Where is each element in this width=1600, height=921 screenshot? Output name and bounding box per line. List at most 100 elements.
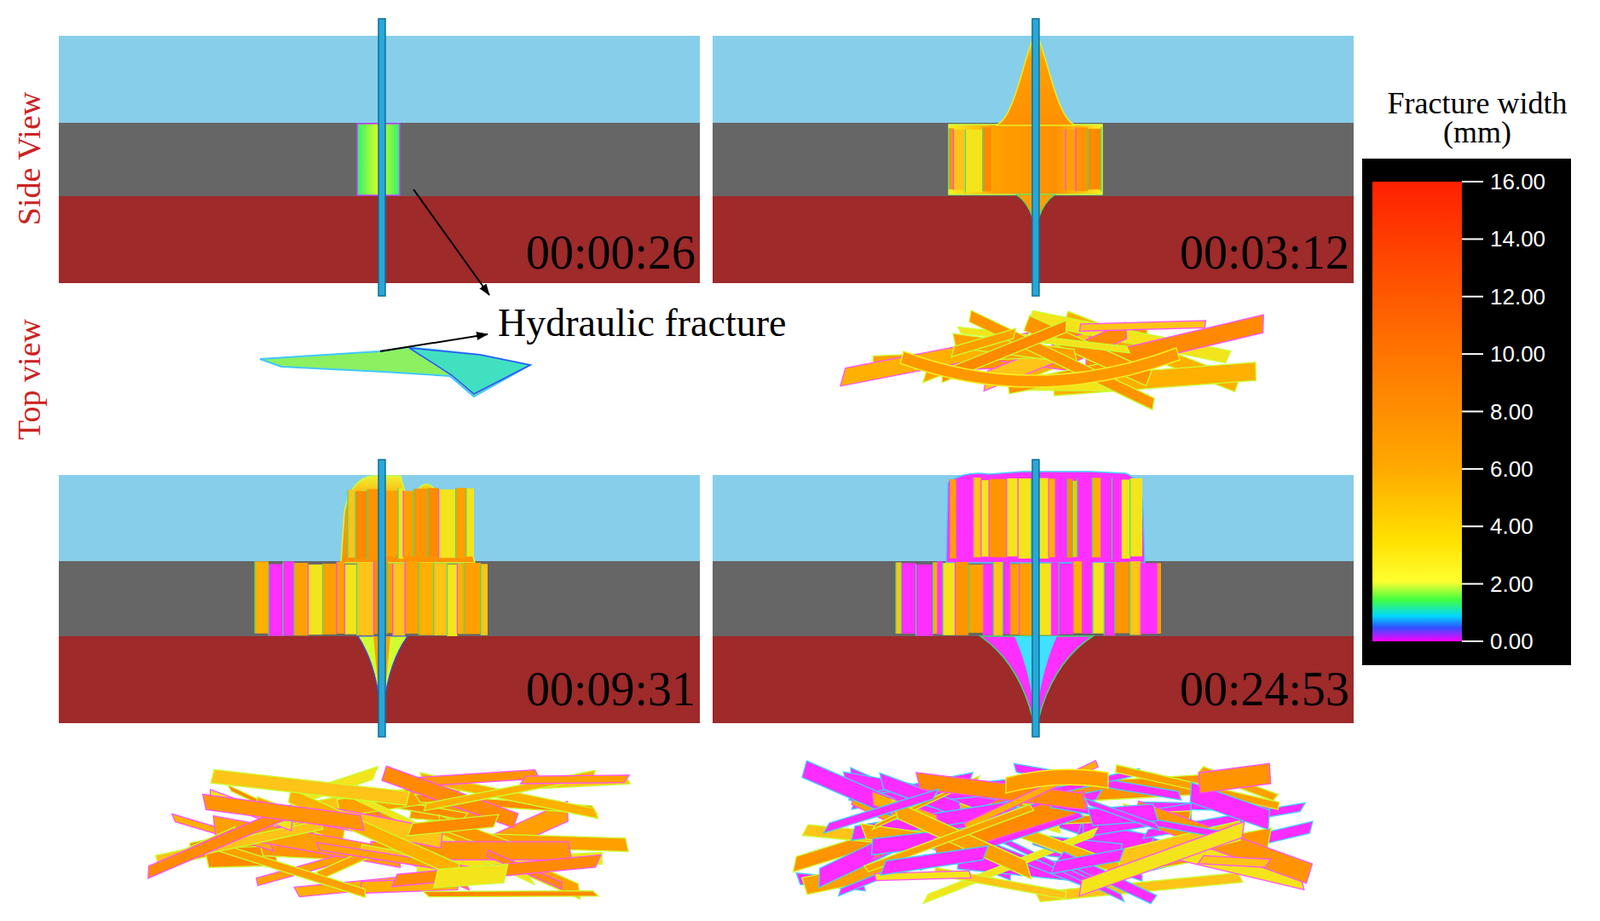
fracture-strip <box>254 560 269 633</box>
fracture-edge <box>387 563 388 634</box>
fracture-edge <box>1072 480 1074 557</box>
fracture-strip <box>413 488 428 557</box>
hydraulic-fracture <box>409 347 531 394</box>
fracture-edge <box>1030 479 1032 559</box>
fracture-edge <box>413 488 415 557</box>
fracture-strip <box>983 563 994 636</box>
fracture-plane <box>1198 762 1271 793</box>
fracture-plane <box>823 788 939 833</box>
fracture-edge <box>1129 560 1131 635</box>
fracture-strip <box>344 564 357 635</box>
fracture-edge <box>982 563 984 636</box>
fracture-edge <box>354 490 356 560</box>
timestamp: 00:09:31 <box>439 664 696 713</box>
fracture-strip <box>1156 562 1162 634</box>
fracture-strip <box>447 564 458 636</box>
view-label: Side View <box>12 92 46 226</box>
fracture-strip <box>973 477 982 557</box>
fracture-edge <box>1064 129 1066 191</box>
fracture-strip <box>1130 560 1142 635</box>
colorbar-tick <box>1461 467 1484 470</box>
fracture-strip <box>901 562 916 634</box>
fracture-edge <box>953 129 954 191</box>
fracture-edge <box>961 479 963 558</box>
fracture-strip <box>268 563 284 636</box>
fracture-edge <box>1067 479 1069 559</box>
fracture-edge <box>307 564 309 635</box>
fracture-strip <box>1067 479 1073 559</box>
fracture-strip <box>968 564 984 633</box>
fracture-strip <box>1051 562 1059 636</box>
fracture-strip <box>392 563 406 636</box>
fracture-edge <box>964 129 966 193</box>
fracture-edge <box>455 487 457 558</box>
fracture-edge <box>1091 562 1093 634</box>
fracture-strip <box>1072 480 1078 557</box>
fracture-strip <box>336 561 345 634</box>
wellbore <box>1032 18 1040 296</box>
fracture-edge <box>479 563 481 635</box>
fracture-edge <box>366 489 368 560</box>
fracture-strip <box>895 561 902 634</box>
colorbar-tick <box>1461 525 1484 527</box>
colorbar-panel <box>1362 158 1572 665</box>
fracture-edge <box>1100 127 1102 191</box>
fracture-strip <box>1092 562 1104 634</box>
colorbar-tick <box>1461 352 1484 355</box>
colorbar-tick <box>1461 180 1484 183</box>
colorbar-tick <box>1461 295 1484 298</box>
colorbar-tick-label: 10.00 <box>1490 340 1546 367</box>
fracture-strip <box>965 129 983 193</box>
callout-label: Hydraulic fracture <box>497 303 786 343</box>
fracture-strip <box>1101 479 1113 559</box>
fracture-strip <box>1087 128 1101 190</box>
fracture-plane <box>1085 797 1161 831</box>
fracture-edge <box>344 564 346 635</box>
fracture-edge <box>335 561 337 634</box>
fracture-edge <box>955 479 957 557</box>
fracture-strip <box>955 561 970 636</box>
fracture-strip <box>1120 479 1130 560</box>
fracture-edge <box>972 477 974 557</box>
fracture-strip <box>962 479 974 558</box>
fracture-edge <box>282 560 284 636</box>
fracture-edge <box>356 562 358 636</box>
fracture-strip <box>1073 560 1083 633</box>
fracture-strip <box>1101 127 1103 191</box>
colorbar-tick-label: 0.00 <box>1490 628 1534 654</box>
fracture-strip <box>398 487 404 559</box>
fracture-strip <box>456 487 467 558</box>
fracture-edge <box>1100 479 1102 559</box>
fracture-edge <box>404 560 406 634</box>
fracture-edge <box>932 561 934 634</box>
fracture-edge <box>1076 478 1078 557</box>
fracture-strip <box>438 489 457 558</box>
fracture-edge <box>915 564 917 636</box>
fracture-plane <box>1197 854 1271 867</box>
fracture-strip <box>1114 561 1131 633</box>
fracture-plane <box>1079 820 1245 896</box>
fracture-strip <box>403 490 414 557</box>
fracture-edge <box>463 562 465 634</box>
fracture-height-growth <box>340 475 475 563</box>
fracture-strip <box>1038 478 1049 559</box>
fracture-plane <box>202 793 364 830</box>
fracture-strip <box>283 560 295 636</box>
fracture-edge <box>1156 562 1158 634</box>
colorbar-tick-label: 4.00 <box>1490 513 1534 539</box>
fracture-strip <box>948 127 954 190</box>
timestamp: 00:03:12 <box>1093 228 1350 277</box>
fracture-edge <box>947 127 949 190</box>
fracture-strip <box>356 562 374 636</box>
main-fracture <box>900 347 1180 388</box>
fracture-strip <box>933 561 938 634</box>
fracture-edge <box>402 490 404 557</box>
fracture-strip <box>463 562 481 634</box>
fracture-strip <box>1002 560 1010 634</box>
fracture-edge <box>1081 561 1083 634</box>
fracture-strip <box>387 563 393 634</box>
wellbore <box>378 18 386 296</box>
fracture-strip <box>294 562 308 636</box>
colorbar-tick <box>1461 410 1484 413</box>
